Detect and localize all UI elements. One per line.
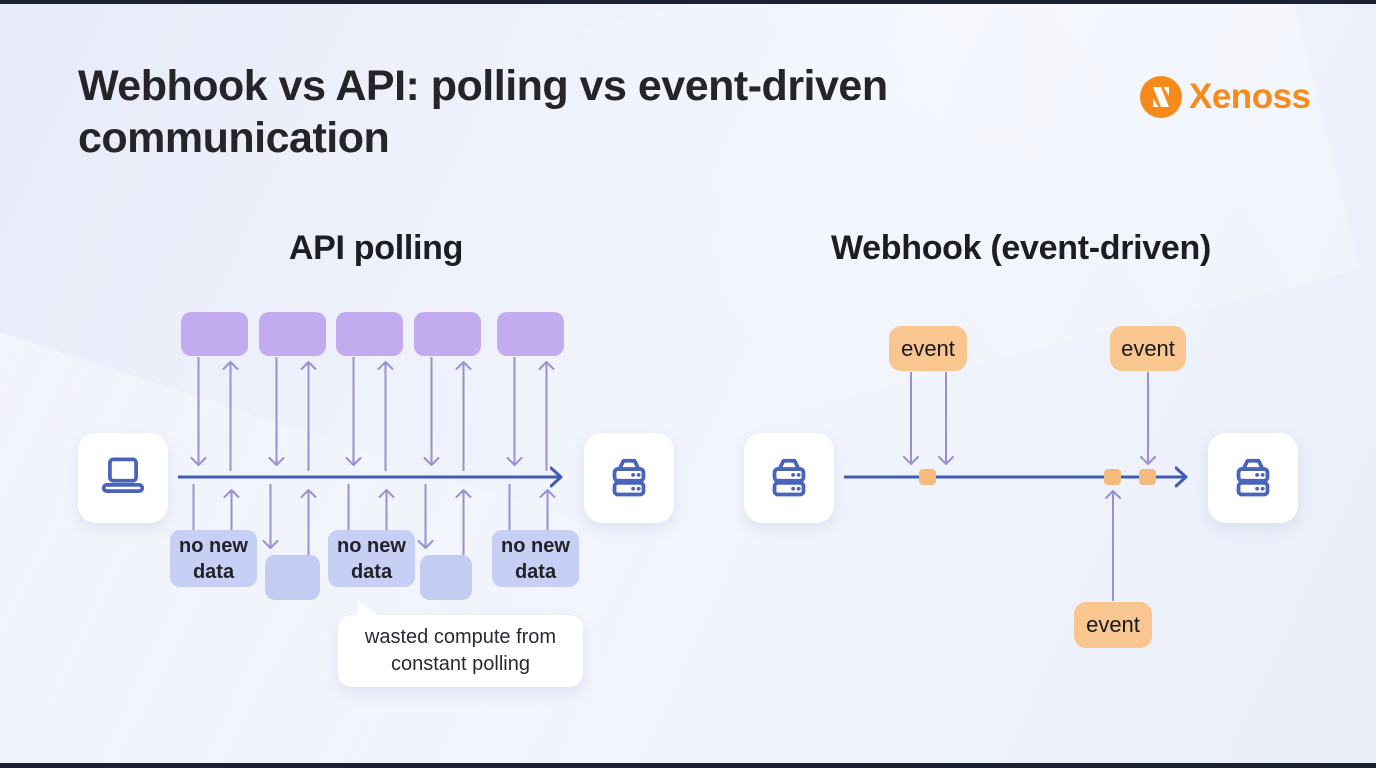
event-marker	[919, 469, 936, 485]
webhook-source-server-card	[744, 433, 834, 523]
api-polling-heading: API polling	[288, 229, 464, 267]
note-tail	[352, 597, 378, 620]
event-label: event	[901, 335, 955, 361]
poll-request-box	[414, 312, 481, 356]
event-label: event	[1086, 612, 1140, 637]
xenoss-logo-icon	[1140, 76, 1182, 118]
event-box: event	[889, 326, 967, 371]
poll-request-box	[497, 312, 564, 356]
page-title-line1: Webhook vs API: polling vs event-driven	[78, 62, 888, 110]
wasted-compute-text: wasted compute from constant polling	[364, 626, 557, 675]
xenoss-logo-text: Xenoss	[1189, 77, 1311, 116]
no-new-data-label: no new data	[337, 534, 406, 583]
no-new-data-box: no new data	[170, 530, 257, 587]
xenoss-logo: Xenoss	[1140, 76, 1311, 118]
server-icon	[1236, 458, 1270, 497]
no-new-data-label: no new data	[179, 534, 248, 583]
api-server-card	[584, 433, 674, 523]
no-new-data-box: no new data	[328, 530, 415, 587]
event-marker	[1139, 469, 1156, 485]
no-new-data-box: no new data	[492, 530, 579, 587]
event-marker	[1104, 469, 1121, 485]
bottom-edge-bar	[0, 763, 1376, 768]
webhook-heading: Webhook (event-driven)	[830, 229, 1212, 267]
no-new-data-label: no new data	[501, 534, 570, 583]
webhook-destination-server-card	[1208, 433, 1298, 523]
poll-request-box	[259, 312, 326, 356]
server-icon	[772, 458, 806, 497]
event-box: event	[1110, 326, 1186, 371]
client-card	[78, 433, 168, 523]
wasted-poll-box	[265, 555, 320, 600]
server-icon	[612, 458, 646, 497]
page-title-line2: communication	[78, 114, 390, 162]
poll-request-box	[181, 312, 248, 356]
event-box: event	[1074, 602, 1152, 648]
top-edge-bar	[0, 0, 1376, 4]
wasted-poll-box	[420, 555, 472, 600]
poll-request-box	[336, 312, 403, 356]
laptop-icon	[101, 457, 145, 493]
wasted-compute-note: wasted compute from constant polling	[338, 597, 583, 687]
event-label: event	[1121, 335, 1175, 361]
